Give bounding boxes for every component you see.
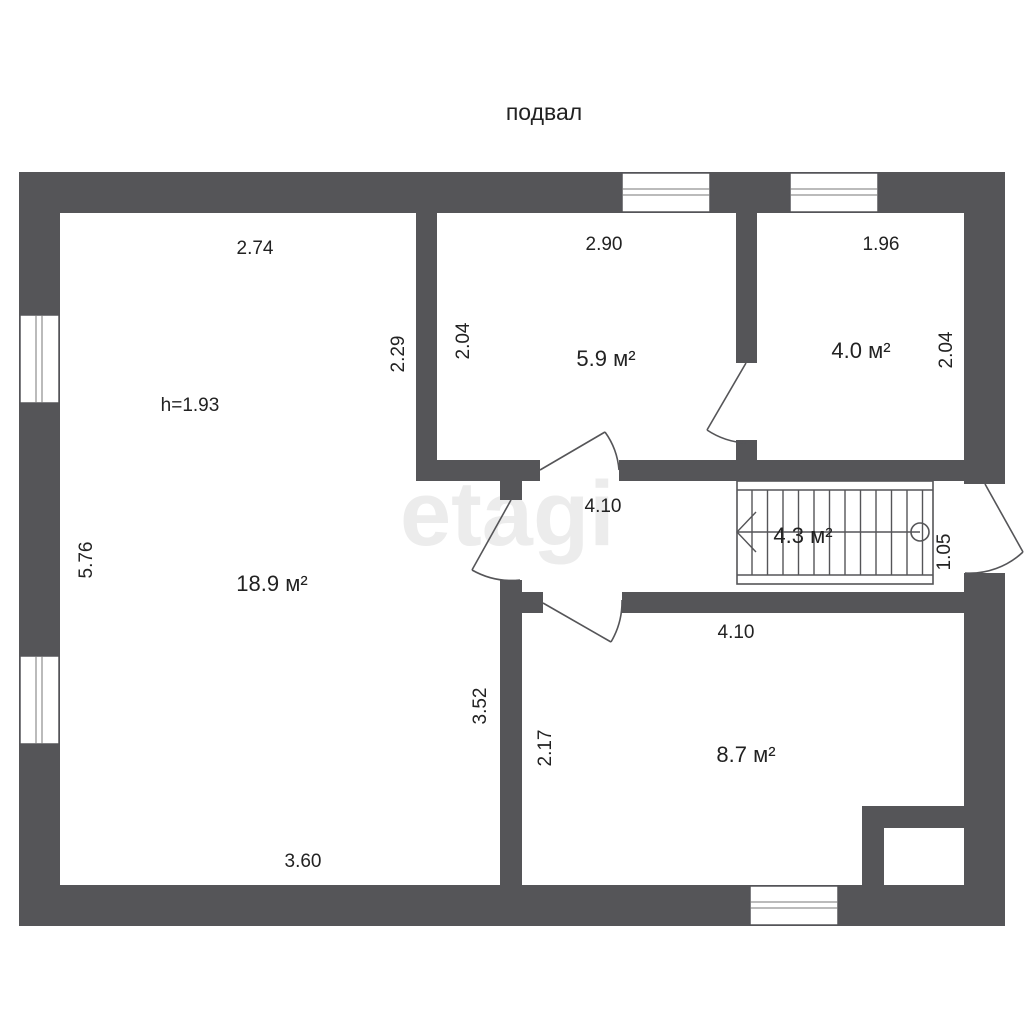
plan-title: подвал <box>506 99 582 125</box>
big-room-top-dimension: 2.74 <box>237 238 274 259</box>
top-right-room-area: 4.0 м² <box>831 338 890 363</box>
door-top-right-room <box>706 362 747 444</box>
top-middle-room-height: 2.04 <box>453 322 474 359</box>
big-room-area: 18.9 м² <box>236 571 307 596</box>
big-room-lower-right-dimension: 3.52 <box>470 688 491 725</box>
big-room-upper-right-dimension: 2.29 <box>388 336 409 373</box>
inner-walls <box>416 213 964 886</box>
ceiling-height: h=1.93 <box>161 395 220 416</box>
top-right-room-width: 1.96 <box>863 234 900 255</box>
door-big-room <box>471 499 521 582</box>
window-top-1 <box>621 172 711 213</box>
bottom-right-room-height: 2.17 <box>535 730 556 767</box>
top-middle-room-area: 5.9 м² <box>576 346 635 371</box>
big-room-bottom-dimension: 3.60 <box>285 851 322 872</box>
top-middle-room-width: 2.90 <box>586 234 623 255</box>
corridor-width: 1.05 <box>934 534 955 571</box>
door-entrance <box>964 483 1024 574</box>
window-left-1 <box>19 314 60 404</box>
window-top-2 <box>789 172 879 213</box>
staircase <box>736 480 934 585</box>
door-bottom-right-room <box>542 599 623 643</box>
door-top-middle-room <box>539 431 620 471</box>
corridor-length: 4.10 <box>585 496 622 517</box>
corridor-area: 4.3 м² <box>773 523 832 548</box>
bottom-right-room-area: 8.7 м² <box>716 742 775 767</box>
top-right-room-height: 2.04 <box>936 331 957 368</box>
big-room-left-dimension: 5.76 <box>76 542 97 579</box>
window-left-2 <box>19 655 60 745</box>
window-bottom <box>749 885 839 926</box>
bottom-right-room-width: 4.10 <box>718 622 755 643</box>
